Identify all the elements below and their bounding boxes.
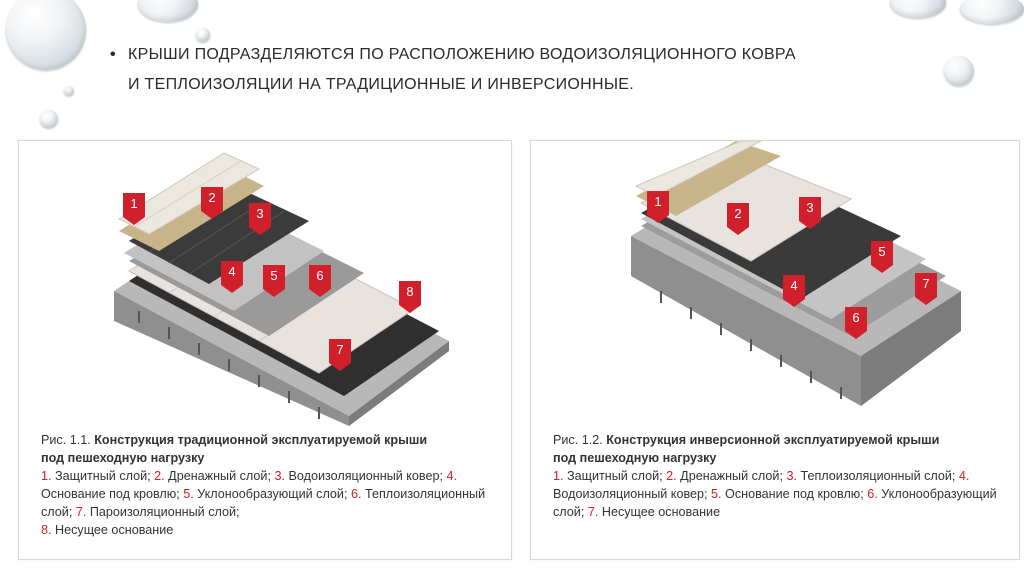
legend-num: 3. <box>274 469 285 483</box>
legend-num: 3. <box>786 469 797 483</box>
roof-layers-illustration <box>531 141 1021 426</box>
caption-title-continued: под пешеходную нагрузку <box>553 449 1013 467</box>
bullet-line-1: Крыши подразделяются по расположению вод… <box>128 46 796 63</box>
legend-text: Пароизоляционный слой; <box>90 505 240 519</box>
water-drop-decoration <box>64 86 74 96</box>
caption-fig-label: Рис. 1.2. <box>553 433 603 447</box>
legend-num: 2. <box>154 469 165 483</box>
legend-text: Основание под кровлю; <box>41 487 180 501</box>
legend-text: Несущее основание <box>55 523 173 537</box>
caption-title: Конструкция традиционной эксплуатируемой… <box>94 433 427 447</box>
legend-num: 7. <box>588 505 599 519</box>
legend-num: 4. <box>959 469 970 483</box>
legend-num: 4. <box>447 469 458 483</box>
bullet-line-2: и теплоизоляции на традиционные и инверс… <box>110 70 910 100</box>
caption-legend: 1. Защитный слой; 2. Дренажный слой; 3. … <box>553 467 1013 521</box>
caption-title: Конструкция инверсионной эксплуатируемой… <box>606 433 939 447</box>
legend-text: Защитный слой; <box>55 469 151 483</box>
legend-text: Дренажный слой; <box>680 469 783 483</box>
figure-traditional-roof: 1 2 3 4 5 6 7 8 Рис. 1.1. Конструкция тр… <box>18 140 512 560</box>
legend-text: Несущее основание <box>602 505 720 519</box>
legend-num: 1. <box>553 469 564 483</box>
legend-num: 6. <box>867 487 878 501</box>
figure-2-caption: Рис. 1.2. Конструкция инверсионной экспл… <box>553 431 1013 521</box>
legend-num: 2. <box>666 469 677 483</box>
caption-title-continued: под пешеходную нагрузку <box>41 449 501 467</box>
legend-text: Водоизоляционный ковер; <box>553 487 708 501</box>
legend-text: Защитный слой; <box>567 469 663 483</box>
water-drop-decoration <box>944 56 974 86</box>
figure-1-caption: Рис. 1.1. Конструкция традиционной экспл… <box>41 431 501 539</box>
legend-text: Теплоизоляционный слой; <box>800 469 955 483</box>
legend-num: 5. <box>711 487 722 501</box>
water-drop-decoration <box>6 0 86 70</box>
legend-text: Уклонообразующий слой; <box>197 487 347 501</box>
water-drop-decoration <box>138 0 198 22</box>
bullet-dot: • <box>110 40 128 70</box>
slide-bullet-text: •Крыши подразделяются по расположению во… <box>110 40 910 100</box>
legend-num: 7. <box>76 505 87 519</box>
water-drop-decoration <box>960 0 1024 24</box>
legend-text: Основание под кровлю; <box>725 487 864 501</box>
water-drop-decoration <box>890 0 946 18</box>
legend-text: Дренажный слой; <box>168 469 271 483</box>
water-drop-decoration <box>40 110 58 128</box>
figure-inverted-roof: 1 2 3 4 5 6 7 Рис. 1.2. Конструкция инве… <box>530 140 1020 560</box>
caption-fig-label: Рис. 1.1. <box>41 433 91 447</box>
legend-num: 5. <box>183 487 194 501</box>
legend-num: 8. <box>41 523 52 537</box>
caption-legend: 1. Защитный слой; 2. Дренажный слой; 3. … <box>41 467 501 539</box>
legend-num: 6. <box>351 487 362 501</box>
legend-text: Водоизоляционный ковер; <box>288 469 443 483</box>
legend-num: 1. <box>41 469 52 483</box>
